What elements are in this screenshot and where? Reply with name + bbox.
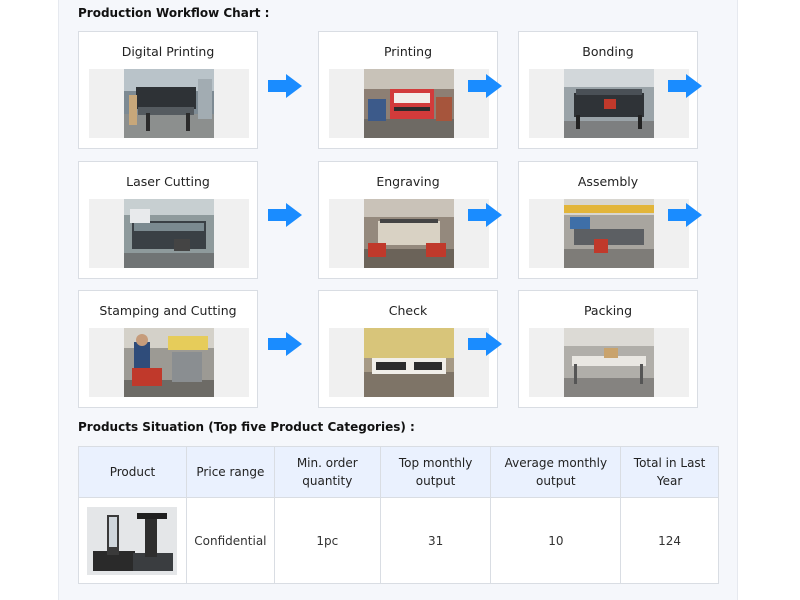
digital-printing-photo: [124, 69, 214, 138]
photo-frame: [329, 328, 489, 397]
total-last-year-cell: 124: [620, 497, 719, 584]
workflow-step-label: Check: [388, 303, 428, 318]
photo-frame: [529, 328, 689, 397]
workflow-card-printing: Printing: [318, 31, 498, 149]
column-header-total-last-year: Total in Last Year: [620, 446, 719, 498]
column-header-price-range: Price range: [185, 446, 275, 498]
photo-frame: [329, 69, 489, 138]
arrow-right-icon: [468, 332, 502, 356]
table-row: Confidential 1pc 31 10 124: [78, 497, 719, 584]
arrow-right-icon: [468, 74, 502, 98]
workflow-card-digital-printing: Digital Printing: [78, 31, 258, 149]
laser-cutting-photo: [124, 199, 214, 268]
top-monthly-cell: 31: [379, 497, 492, 584]
workflow-step-label: Packing: [583, 303, 633, 318]
column-header-average-monthly: Average monthly output: [490, 446, 622, 498]
workflow-card-stamping-cutting: Stamping and Cutting: [78, 290, 258, 408]
workflow-step-label: Digital Printing: [121, 44, 215, 59]
photo-frame: [89, 199, 249, 268]
workflow-card-packing: Packing: [518, 290, 698, 408]
arrow-right-icon: [268, 203, 302, 227]
check-photo: [364, 328, 454, 397]
bonding-photo: [564, 69, 654, 138]
photo-frame: [89, 328, 249, 397]
workflow-title: Production Workflow Chart :: [78, 6, 270, 20]
printing-photo: [364, 69, 454, 138]
workflow-step-label: Assembly: [577, 174, 639, 189]
arrow-right-icon: [268, 332, 302, 356]
column-header-min-order: Min. order quantity: [273, 446, 381, 498]
workflow-step-label: Printing: [383, 44, 433, 59]
column-header-product: Product: [78, 446, 187, 498]
photo-frame: [89, 69, 249, 138]
photo-frame: [529, 69, 689, 138]
stamping-cutting-photo: [124, 328, 214, 397]
arrow-right-icon: [668, 74, 702, 98]
assembly-photo: [564, 199, 654, 268]
photo-frame: [529, 199, 689, 268]
min-order-cell: 1pc: [273, 497, 381, 584]
products-title: Products Situation (Top five Product Cat…: [78, 420, 415, 434]
workflow-step-label: Bonding: [582, 44, 634, 59]
workflow-card-check: Check: [318, 290, 498, 408]
packing-photo: [564, 328, 654, 397]
workflow-card-laser-cutting: Laser Cutting: [78, 161, 258, 279]
workflow-step-label: Stamping and Cutting: [99, 303, 237, 318]
column-header-top-monthly: Top monthly output: [379, 446, 492, 498]
arrow-right-icon: [468, 203, 502, 227]
table-header-row: Product Price range Min. order quantity …: [78, 446, 719, 498]
workflow-step-label: Laser Cutting: [126, 174, 210, 189]
arrow-right-icon: [268, 74, 302, 98]
price-range-cell: Confidential: [185, 497, 275, 584]
products-table: Product Price range Min. order quantity …: [78, 446, 719, 584]
engraving-photo: [364, 199, 454, 268]
product-cell: [78, 497, 187, 584]
arrow-right-icon: [668, 203, 702, 227]
product-photo: [87, 506, 178, 575]
workflow-step-label: Engraving: [376, 174, 440, 189]
photo-frame: [329, 199, 489, 268]
average-monthly-cell: 10: [490, 497, 622, 584]
workflow-card-assembly: Assembly: [518, 161, 698, 279]
